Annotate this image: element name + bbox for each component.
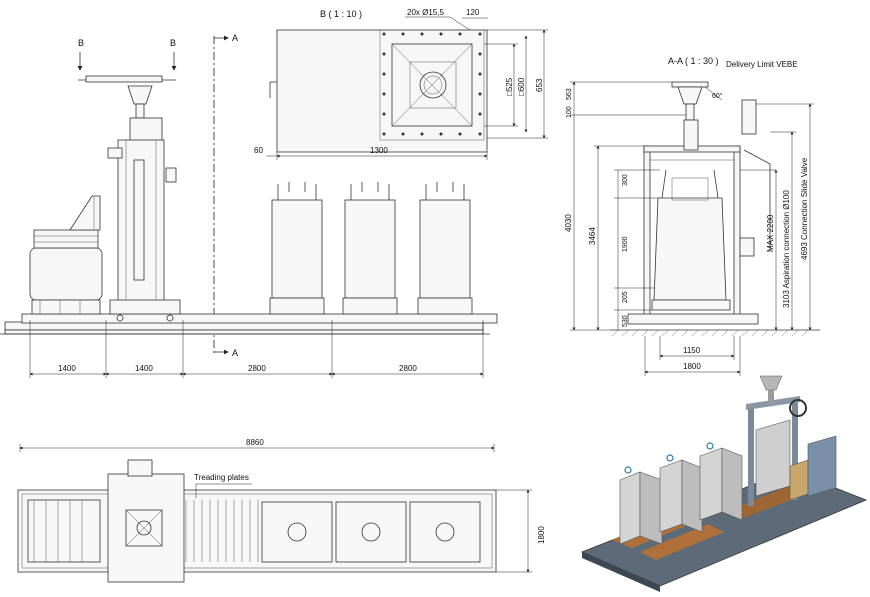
dim-205: 205	[622, 291, 629, 303]
aspiration-label: 3103 Aspiration connection Ø100	[782, 190, 791, 308]
holes-label: 20x Ø15,5	[407, 8, 444, 17]
dim-525: □525	[505, 77, 514, 96]
dim-2800-right: 2800	[399, 364, 417, 373]
cut-a-bottom-label: A	[232, 348, 238, 358]
cut-b-right-label: B	[170, 38, 176, 48]
dim-1800-plan: 1800	[537, 526, 546, 544]
cut-line-a: A A	[213, 33, 238, 358]
dim-1900: 1900	[622, 236, 629, 252]
big-bag-2	[342, 182, 398, 315]
detail-b-view: B ( 1 : 10 ) 20x Ø15,5 120 □525 □600	[254, 8, 548, 160]
cut-line-b: B B	[77, 38, 177, 81]
section-aa-view: A-A ( 1 : 30 ) Delivery Limit VEBE 60°	[564, 56, 820, 376]
bolt-holes	[382, 32, 482, 136]
plan-view: 8860 Treading plates	[17, 438, 546, 583]
dim-563: 563	[566, 88, 573, 100]
section-aa-title: A-A ( 1 : 30 )	[668, 56, 719, 66]
dim-1400-left: 1400	[58, 364, 76, 373]
delivery-limit-label: Delivery Limit VEBE	[726, 60, 798, 69]
dim-600: □600	[517, 77, 526, 96]
render-bag-3	[699, 442, 743, 521]
render-filling-tower	[746, 375, 837, 506]
front-view: B B A A	[0, 33, 498, 378]
pallet-position-1	[261, 501, 333, 563]
pitch-120-label: 120	[466, 8, 480, 17]
render-bag-1	[619, 466, 663, 545]
filling-tower	[85, 75, 181, 322]
angle-60: 60°	[712, 92, 723, 100]
big-bag-1	[269, 182, 325, 315]
slide-valve-label: 4693 Connection Slide Valve	[800, 157, 809, 260]
treading-plates	[185, 500, 259, 562]
big-bag-3	[417, 182, 473, 315]
pallet-position-2	[335, 501, 407, 563]
isometric-render	[580, 375, 868, 592]
dim-2800-left: 2800	[248, 364, 266, 373]
dim-530: 530	[622, 315, 629, 327]
dim-60: 60	[254, 146, 263, 155]
dim-100: 100	[566, 106, 573, 118]
dim-3464: 3464	[588, 227, 597, 245]
dim-1800-section: 1800	[683, 362, 701, 371]
cut-a-top-label: A	[232, 33, 238, 43]
pallet-position-3	[409, 501, 481, 563]
dim-653: 653	[535, 78, 544, 92]
dim-1150: 1150	[683, 346, 701, 355]
detail-b-title: B ( 1 : 10 )	[320, 9, 362, 19]
max-2200-label: MAX 2200	[766, 214, 775, 252]
cut-b-left-label: B	[78, 38, 84, 48]
ground-hatch	[611, 329, 809, 337]
empty-bag-magazine	[29, 195, 103, 315]
render-bag-2	[659, 454, 703, 533]
treading-plates-label: Treading plates	[194, 473, 249, 482]
dim-4030: 4030	[564, 214, 573, 232]
dim-8860: 8860	[246, 438, 264, 447]
dim-1400-right: 1400	[135, 364, 153, 373]
dim-300: 300	[622, 174, 629, 186]
dim-1300: 1300	[370, 146, 388, 155]
front-base-frame	[0, 313, 498, 335]
front-dimension-chain: 1400 1400 2800 2800	[29, 320, 484, 378]
